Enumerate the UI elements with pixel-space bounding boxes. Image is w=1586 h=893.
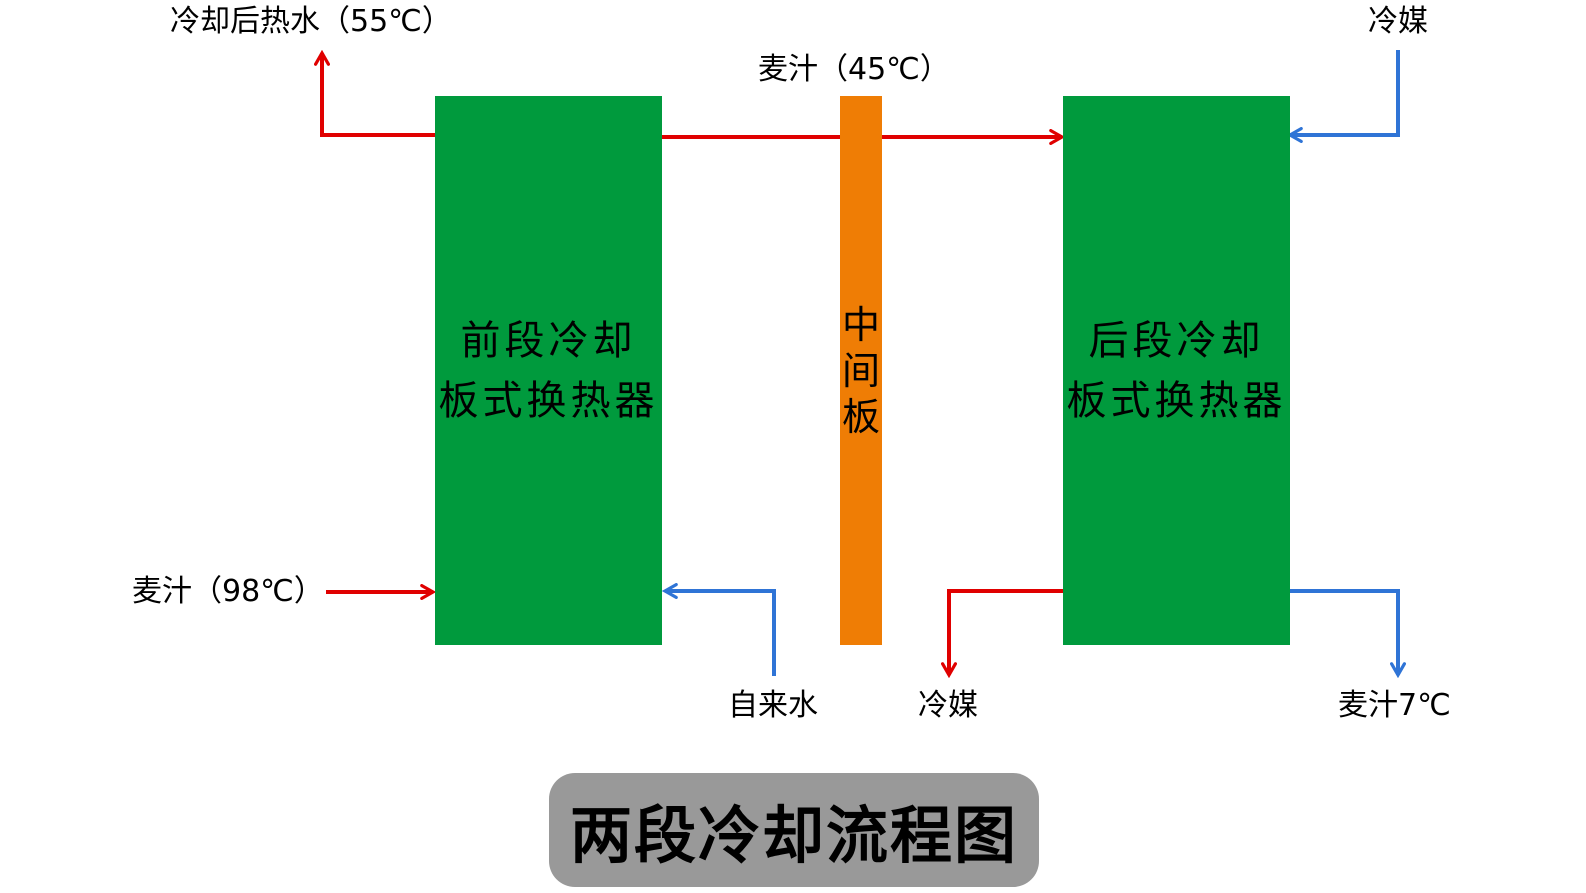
coolant-in-label: 冷媒 <box>1368 4 1428 39</box>
coolant-out-label: 冷媒 <box>918 688 978 723</box>
wort-out-arrow <box>1289 589 1406 679</box>
rear-exchanger-line1: 后段冷却 <box>1088 317 1265 364</box>
front-exchanger-box: 前段冷却 板式换热器 <box>435 96 662 645</box>
front-exchanger-line2: 板式换热器 <box>438 377 659 424</box>
rear-exchanger-line2: 板式换热器 <box>1066 377 1287 424</box>
middle-plate-char1: 中 <box>841 302 880 347</box>
hot-water-out-arrow <box>314 49 435 137</box>
wort-mid-label: 麦汁（45℃） <box>758 52 950 87</box>
hot-water-out-label: 冷却后热水（55℃） <box>170 4 452 39</box>
middle-plate-box: 中 间 板 <box>840 96 882 645</box>
wort-out-label: 麦汁7℃ <box>1338 688 1451 723</box>
middle-plate-char2: 间 <box>841 348 880 393</box>
middle-plate-char3: 板 <box>841 394 880 439</box>
tap-water-arrow <box>661 583 776 676</box>
diagram-title-text: 两段冷却流程图 <box>569 799 1018 872</box>
tap-water-label: 自来水 <box>728 688 818 723</box>
diagram-title: 两段冷却流程图 <box>549 773 1039 887</box>
front-exchanger-line1: 前段冷却 <box>460 317 637 364</box>
coolant-in-arrow <box>1286 50 1400 143</box>
coolant-out-arrow <box>941 589 1063 679</box>
wort-in-label: 麦汁（98℃） <box>132 574 324 609</box>
rear-exchanger-box: 后段冷却 板式换热器 <box>1063 96 1290 645</box>
